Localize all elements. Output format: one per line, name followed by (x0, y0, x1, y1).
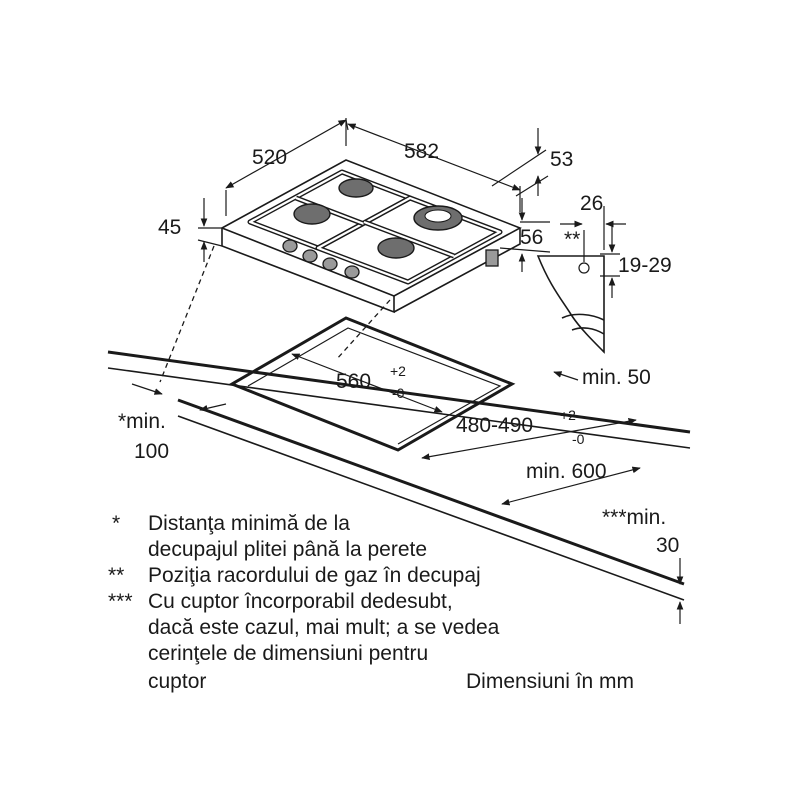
note-2-line-1: Poziţia racordului de gaz în decupaj (148, 564, 481, 587)
label-cutout-width: 560 (336, 370, 371, 393)
note-3-line-4: cuptor (148, 670, 206, 693)
label-below-min: ***min. (602, 506, 666, 529)
label-gas-marker: ** (564, 228, 580, 251)
clearance-dimensions (131, 371, 684, 624)
label-side-value: 100 (134, 440, 169, 463)
burner-front-left (293, 203, 331, 225)
note-3-line-3: cerinţele de dimensiuni pentru (148, 642, 428, 665)
label-side-min: *min. (118, 410, 166, 433)
knob-4 (344, 265, 360, 279)
label-cutout-depth-tol-upper: +2 (560, 407, 576, 423)
label-offset-front: 56 (520, 226, 543, 249)
label-cutout-width-tol-lower: -0 (392, 385, 405, 401)
label-gas-width: 26 (580, 192, 603, 215)
knob-2 (302, 249, 318, 263)
label-cutout-depth-tol-lower: -0 (572, 431, 585, 447)
gas-connector (485, 249, 499, 267)
label-cutout-width-tol-upper: +2 (390, 363, 406, 379)
burner-front-right (377, 237, 415, 259)
knob-3 (322, 257, 338, 271)
note-3-marker: *** (108, 590, 133, 613)
note-3-line-2: dacă este cazul, mai mult; a se vedea (148, 616, 500, 639)
label-below-value: 30 (656, 534, 679, 557)
dimension-labels: 520 582 53 45 56 26 ** 19-29 560 +2 -0 4… (118, 140, 679, 557)
label-cutout-depth: 480-490 (456, 414, 533, 437)
knob-1 (282, 239, 298, 253)
footnotes: * Distanţa minimă de la decupajul plitei… (108, 512, 634, 693)
hob-dimensions (197, 118, 551, 272)
label-back-wall: min. 50 (582, 366, 651, 389)
note-2-marker: ** (108, 564, 124, 587)
note-1-line-1: Distanţa minimă de la (148, 512, 350, 535)
note-1-marker: * (112, 512, 120, 535)
label-width: 582 (404, 140, 439, 163)
hob-drawing (220, 159, 522, 314)
note-1-line-2: decupajul plitei până la perete (148, 538, 427, 561)
label-depth: 520 (252, 146, 287, 169)
gas-connection-detail (536, 206, 626, 354)
projection-lines (159, 245, 391, 383)
label-edge-to-back: 53 (550, 148, 573, 171)
label-gas-height: 19-29 (618, 254, 672, 277)
cutout-dimensions (291, 353, 637, 460)
label-height: 45 (158, 216, 181, 239)
units-label: Dimensiuni în mm (466, 670, 634, 693)
burner-back-left (338, 178, 374, 198)
label-front-edge: min. 600 (526, 460, 607, 483)
note-3-line-1: Cu cuptor încorporabil dedesubt, (148, 590, 453, 613)
